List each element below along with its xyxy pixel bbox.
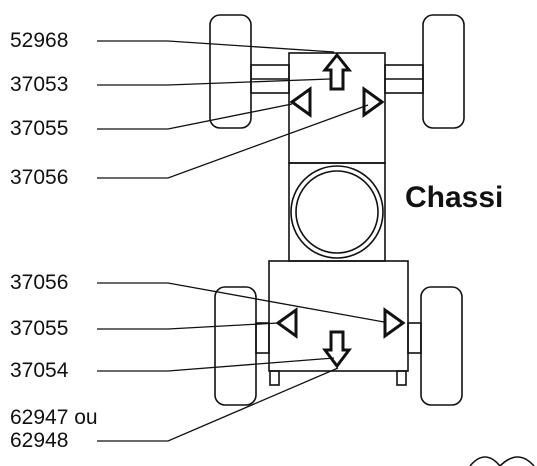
front-left-wheel xyxy=(209,14,252,129)
right-triangle-icon xyxy=(362,86,385,118)
up-arrow-icon xyxy=(321,52,353,91)
leader-line xyxy=(97,357,335,372)
callout-label: 37055 xyxy=(10,317,69,340)
leader-line xyxy=(97,40,335,53)
down-arrow-icon xyxy=(322,330,352,369)
leader-line xyxy=(97,367,339,442)
callout-label: 37053 xyxy=(10,73,69,96)
callout-label: 62947 ou xyxy=(10,406,98,429)
leader-line xyxy=(97,78,331,86)
middle-frame xyxy=(288,162,386,262)
leader-line xyxy=(97,104,369,179)
rear-right-axle xyxy=(407,322,422,354)
callout-label: 37056 xyxy=(10,166,69,189)
rear-left-wheel xyxy=(214,286,257,406)
drum xyxy=(290,165,384,259)
leader-line xyxy=(97,103,293,130)
leader-line xyxy=(97,282,385,323)
left-triangle-icon xyxy=(289,86,312,118)
left-triangle-icon xyxy=(275,307,298,339)
callout-label: 37056 xyxy=(10,271,69,294)
diagram-title: Chassi xyxy=(405,181,504,214)
leader-line xyxy=(97,322,279,330)
callout-label: 52968 xyxy=(10,29,69,52)
rear-right-wheel xyxy=(420,286,463,406)
callout-label: 37055 xyxy=(10,117,69,140)
right-triangle-icon xyxy=(383,307,406,339)
rear-left-axle xyxy=(255,322,270,354)
callout-label: 62948 xyxy=(10,429,69,452)
front-right-wheel xyxy=(422,14,465,129)
rear-body xyxy=(268,260,409,372)
callout-label: 37054 xyxy=(10,359,69,382)
